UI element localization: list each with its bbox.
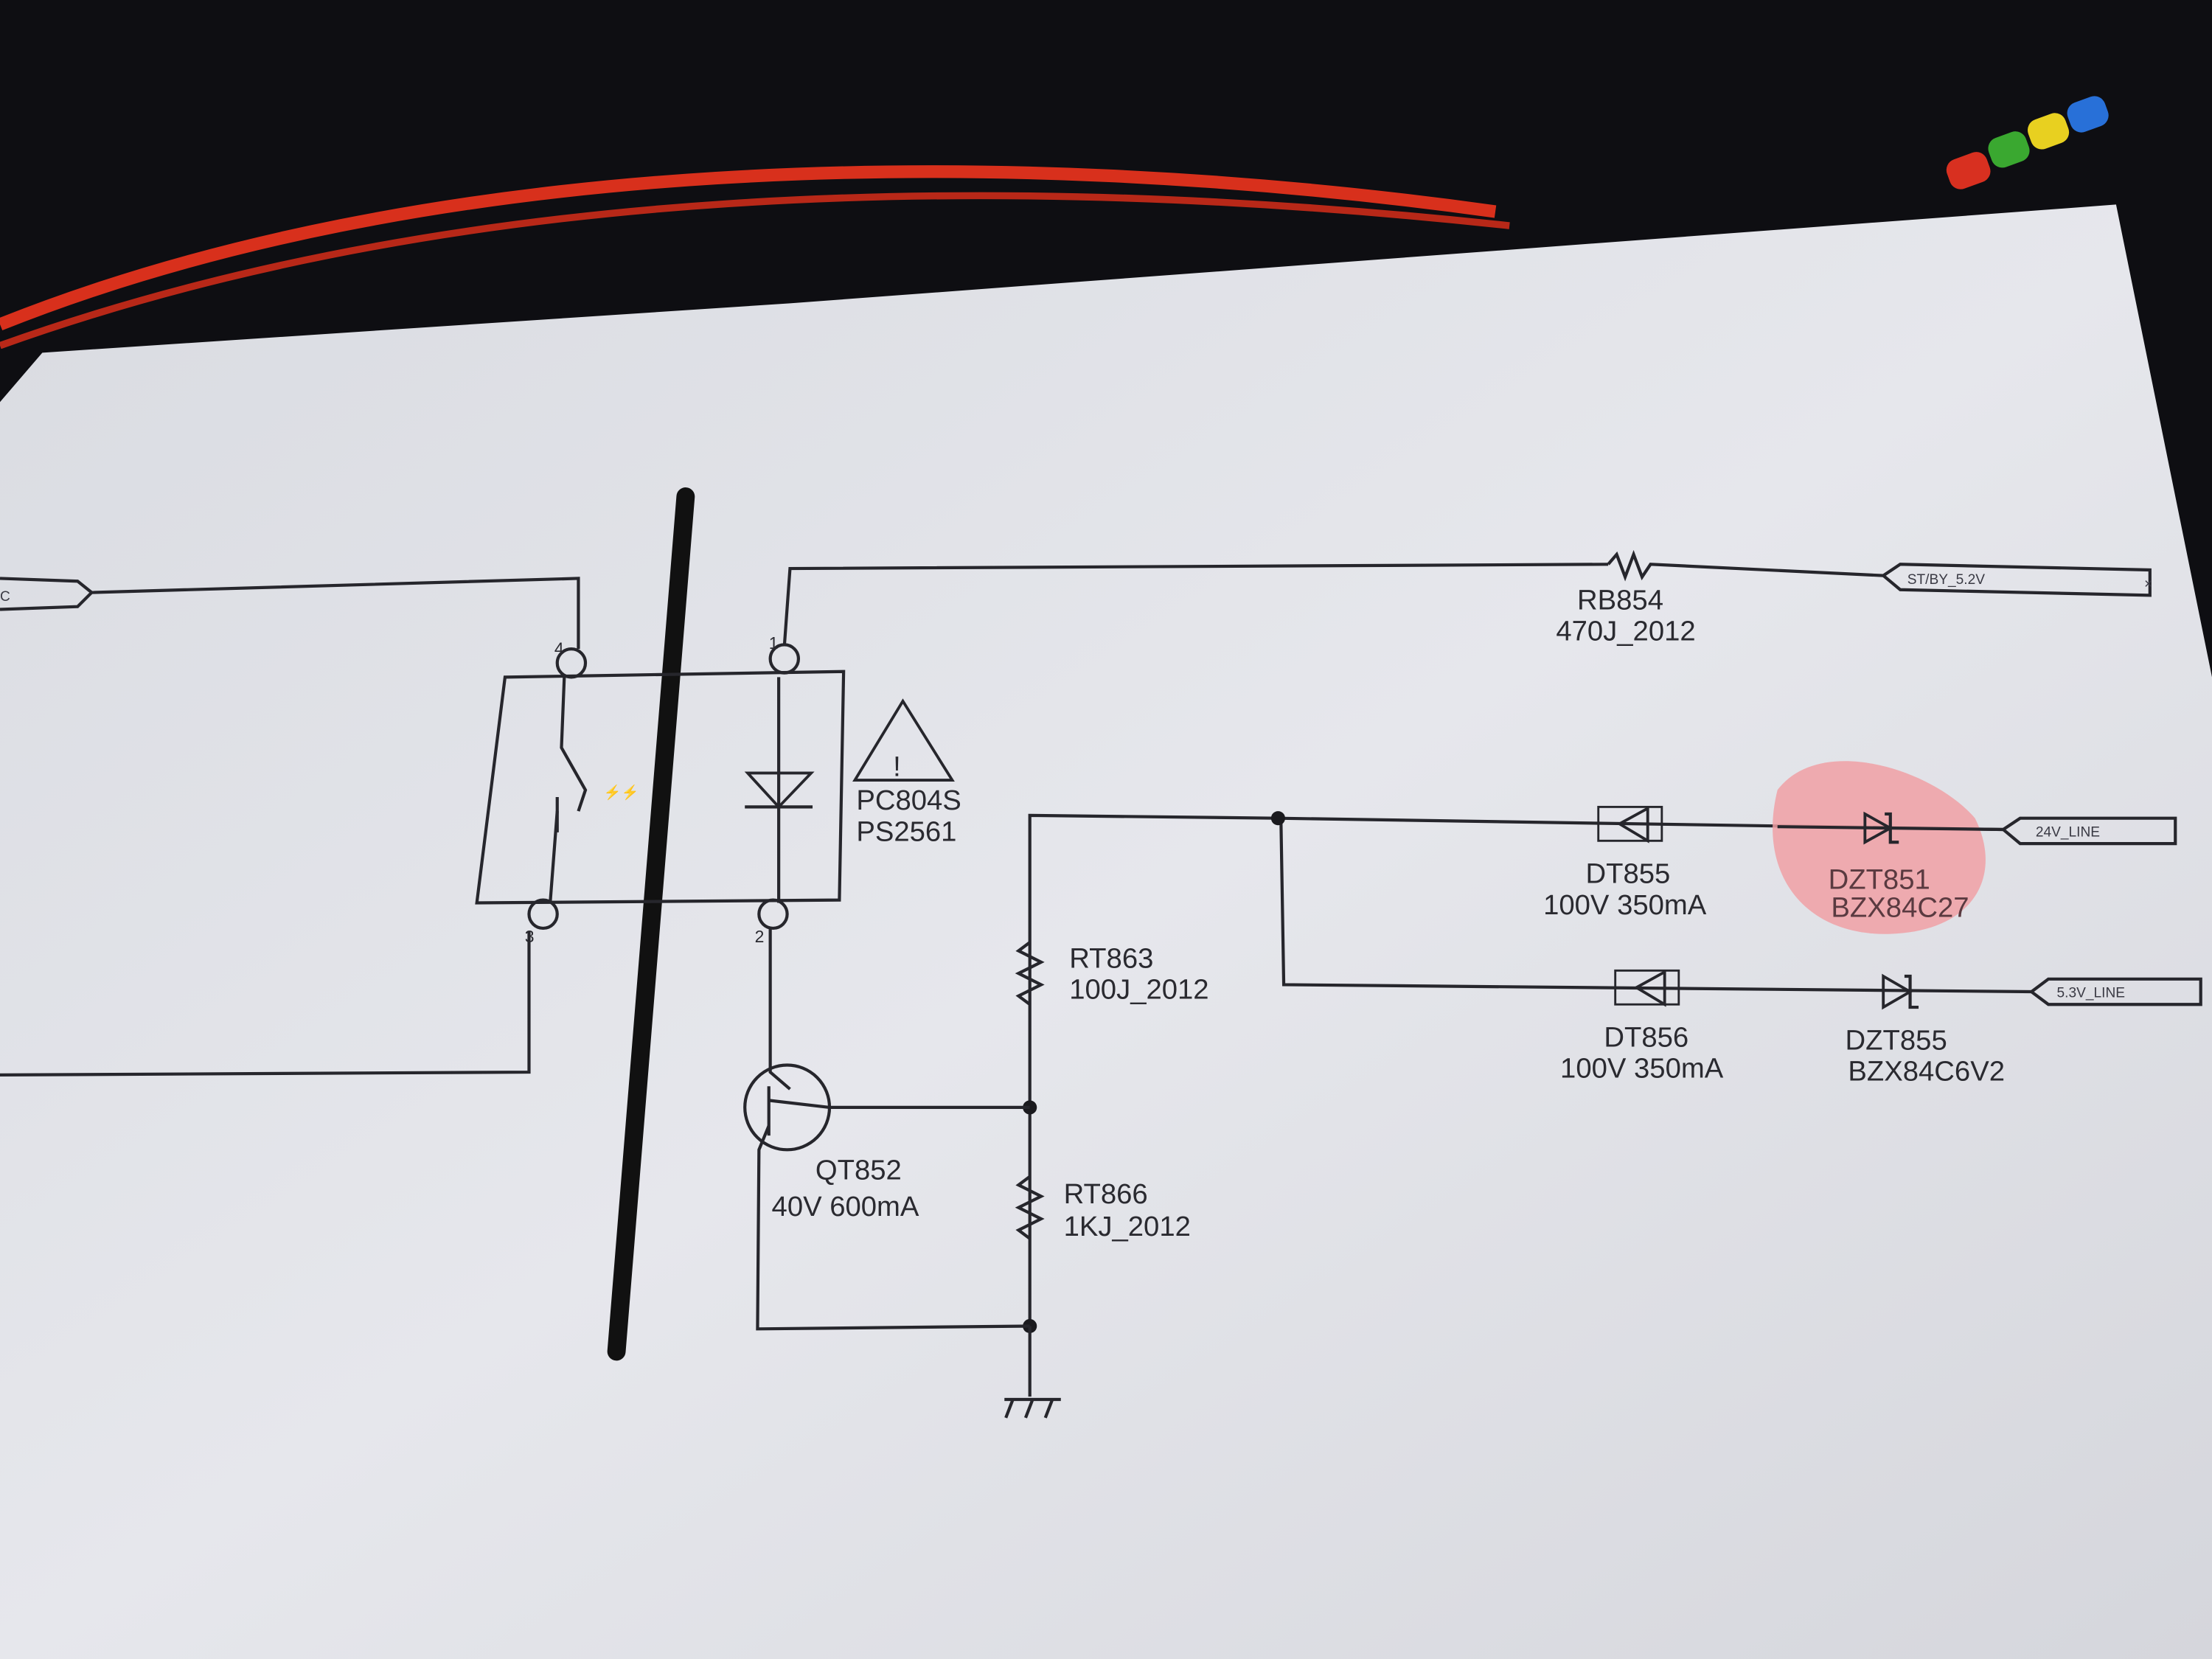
yellow-key (2028, 113, 2070, 150)
junction-dot (1270, 811, 1285, 826)
transistor-qt852: QT852 40V 600mA (743, 928, 1030, 1331)
schematic-label: ST/BY_5.2V (1907, 572, 1985, 588)
schematic-label: DZT855 (1846, 1024, 1947, 1056)
schematic-label: DT855 (1586, 858, 1671, 890)
schematic-label: 3 (525, 927, 535, 946)
net-label-24v: 24V_LINE (2000, 816, 2177, 846)
schematic-label: 1 (769, 633, 779, 653)
red-key (1946, 152, 1991, 189)
net-label-standby: ST/BY_5.2V × (1880, 563, 2152, 597)
resistor-rt866 (1015, 1175, 1045, 1240)
schematic-label: BZX84C27 (1831, 892, 1969, 924)
resistor-rt863 (1015, 941, 1045, 1006)
wire-5v3 (1279, 818, 2032, 994)
red-cable (0, 165, 1497, 331)
diode-dt856: DT856 100V 350mA (1560, 969, 1724, 1085)
resistor-rb854 (1607, 549, 1884, 582)
schematic-label: 40V 600mA (772, 1191, 919, 1222)
schematic-label: 24V_LINE (2036, 825, 2100, 841)
schematic-label: 100V 350mA (1560, 1053, 1724, 1085)
schematic-label: 5.3V_LINE (2057, 986, 2126, 1001)
schematic-label: 1KJ_2012 (1064, 1211, 1191, 1242)
schematic-label: 470J_2012 (1556, 616, 1695, 647)
green-key (1988, 131, 2030, 168)
svg-text:×: × (2144, 577, 2152, 592)
highlight-marker (1773, 761, 1986, 934)
wire-standby (782, 563, 1609, 647)
schematic-label: 100V 350mA (1543, 889, 1707, 921)
schematic-label: 2 (755, 927, 765, 946)
light-arrows-icon: ⚡⚡ (604, 784, 639, 801)
schematic-label: RT866 (1064, 1178, 1148, 1210)
schematic-label: 100J_2012 (1069, 974, 1208, 1006)
net-label-left: C (0, 577, 580, 650)
warning-exclamation-icon: ! (893, 751, 901, 782)
wire-left-bottom (0, 931, 531, 1077)
blue-key (2067, 96, 2109, 133)
wire-24v (1028, 813, 2003, 1326)
warning-icon (852, 698, 955, 782)
schematic-label: QT852 (815, 1154, 902, 1186)
ground-icon (1004, 1397, 1061, 1419)
diode-dt855: DT855 100V 350mA (1543, 805, 1707, 921)
zener-dzt851: DZT851 BZX84C27 (1777, 811, 2003, 924)
schematic-label: PS2561 (856, 815, 956, 847)
schematic-label: BZX84C6V2 (1848, 1056, 2005, 1088)
schematic-label: C (0, 589, 10, 605)
schematic-label: DT856 (1604, 1022, 1688, 1054)
optocoupler: 4 1 3 2 ⚡⚡ ! PC804S PS2561 (475, 633, 961, 946)
schematic-label: RB854 (1577, 585, 1663, 616)
net-label-5v3: 5.3V_LINE (2028, 977, 2202, 1006)
schematic-label: DZT851 (1829, 863, 1930, 895)
zener-dzt855: DZT855 BZX84C6V2 (1846, 973, 2005, 1088)
schematic-label: 4 (554, 639, 564, 658)
red-cable-2 (0, 192, 1510, 349)
schematic-label: PC804S (856, 785, 961, 816)
paper-sheet (0, 204, 2212, 1659)
schematic-label: RT863 (1069, 943, 1153, 975)
isolation-barrier (607, 487, 695, 1361)
